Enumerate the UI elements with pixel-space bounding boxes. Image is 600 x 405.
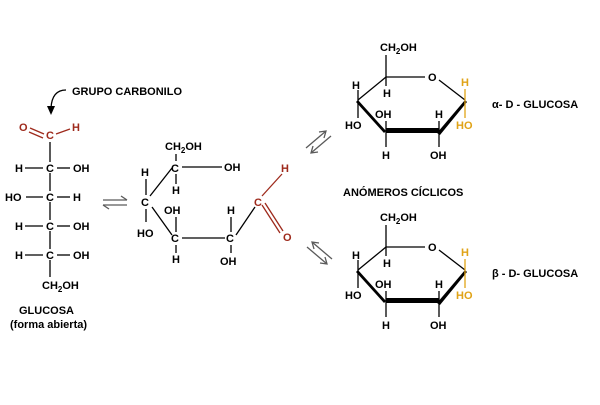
atom-ho: HO	[345, 120, 362, 132]
atom-h: H	[227, 205, 235, 217]
atom-h: H	[383, 258, 391, 270]
anomeric-hydroxyl: HO	[456, 120, 473, 132]
double-bond-line	[28, 131, 44, 139]
atom-h: H	[383, 88, 391, 100]
ring-bond-bold	[356, 270, 386, 303]
carbonyl-carbon: C	[46, 130, 54, 142]
atom-h: H	[382, 320, 390, 332]
atom-h: H	[382, 150, 390, 162]
ring-bond-bold	[386, 298, 439, 303]
ring-bond-bold	[386, 128, 439, 133]
arrowhead-icon	[47, 106, 55, 115]
double-bond-line	[29, 127, 45, 135]
atom-oh: OH	[220, 256, 237, 268]
atom-oh: OH	[164, 205, 181, 217]
carbonyl-oxygen: O	[283, 232, 292, 244]
ring-bond-line	[357, 76, 387, 101]
bond-line	[55, 128, 71, 135]
ring-closing-intermediate: CH2OH C OH H H C HO OH C H H C OH C H	[137, 141, 292, 268]
atom-h: H	[15, 221, 23, 233]
equilibrium-arrows-icon	[102, 195, 128, 210]
atom-h: H	[15, 250, 23, 262]
bond-line	[261, 173, 283, 197]
ring-bond-line	[438, 249, 466, 271]
double-bond-line	[261, 204, 281, 234]
ring-bond-bold	[356, 100, 386, 133]
atom-oh: OH	[224, 162, 241, 174]
anomeric-hydrogen: H	[461, 77, 469, 89]
atom-h: H	[15, 163, 23, 175]
open-form-label: (forma abierta)	[10, 319, 87, 331]
ring-oxygen: O	[428, 242, 437, 254]
atom-ho: HO	[137, 228, 154, 240]
atom-ho: HO	[5, 192, 22, 204]
aldehyde-hydrogen: H	[281, 163, 289, 175]
atom-c: C	[226, 233, 234, 245]
equilibrium-arrows-icon	[306, 241, 333, 265]
ch2oh-group: CH2OH	[380, 42, 417, 56]
atom-h: H	[435, 279, 443, 291]
atom-c: C	[141, 197, 149, 209]
atom-h: H	[352, 80, 360, 92]
atom-c: C	[46, 221, 54, 233]
ch2oh-group: CH2OH	[380, 212, 417, 226]
atom-h: H	[435, 109, 443, 121]
atom-oh: OH	[73, 250, 90, 262]
atom-c: C	[171, 163, 179, 175]
open-chain-glucose: GRUPO CARBONILO O C H H C OH HO C H H C …	[5, 86, 182, 331]
bond-line	[235, 206, 256, 236]
curved-arrow-icon	[50, 89, 67, 109]
atom-h: H	[172, 254, 180, 266]
atom-oh: OH	[375, 109, 392, 121]
atom-h: H	[141, 167, 149, 179]
atom-oh: OH	[375, 279, 392, 291]
bond-line	[149, 167, 173, 197]
cyclic-anomers-label: ANÓMEROS CÍCLICOS	[343, 186, 463, 199]
ring-bond-bold	[437, 100, 467, 135]
atom-c: C	[46, 192, 54, 204]
atom-oh: OH	[73, 221, 90, 233]
ch2oh-group: CH2OH	[42, 280, 79, 294]
ch2oh-group: CH2OH	[165, 141, 202, 155]
aldehyde-hydrogen: H	[72, 122, 80, 134]
bond-line	[151, 206, 173, 236]
glucose-label: GLUCOSA	[19, 305, 74, 317]
atom-c: C	[46, 163, 54, 175]
alpha-glucose-label: α- D - GLUCOSA	[492, 99, 578, 111]
ring-bond-bold	[437, 270, 467, 305]
atom-oh: OH	[430, 320, 447, 332]
atom-h: H	[172, 185, 180, 197]
atom-h: H	[352, 250, 360, 262]
alpha-d-glucose-ring: CH2OH O H H HO OH H H OH H HO α- D - GL	[345, 42, 578, 162]
anomeric-hydroxyl: HO	[456, 290, 473, 302]
beta-d-glucose-ring: CH2OH O H H HO OH H H OH H HO β - D- GL	[345, 212, 578, 332]
carbonyl-oxygen: O	[19, 122, 28, 134]
atom-c: C	[171, 233, 179, 245]
atom-c: C	[46, 250, 54, 262]
atom-ho: HO	[345, 290, 362, 302]
carbonyl-carbon: C	[254, 197, 262, 209]
ring-bond-line	[438, 79, 466, 101]
beta-glucose-label: β - D- GLUCOSA	[492, 268, 578, 280]
atom-h: H	[73, 192, 81, 204]
atom-oh: OH	[73, 163, 90, 175]
ring-bond-line	[357, 246, 387, 271]
carbonyl-group-label: GRUPO CARBONILO	[72, 86, 182, 98]
anomeric-hydrogen: H	[461, 247, 469, 259]
equilibrium-arrows-icon	[305, 130, 332, 154]
double-bond-line	[264, 202, 284, 232]
atom-oh: OH	[430, 150, 447, 162]
ring-oxygen: O	[428, 72, 437, 84]
